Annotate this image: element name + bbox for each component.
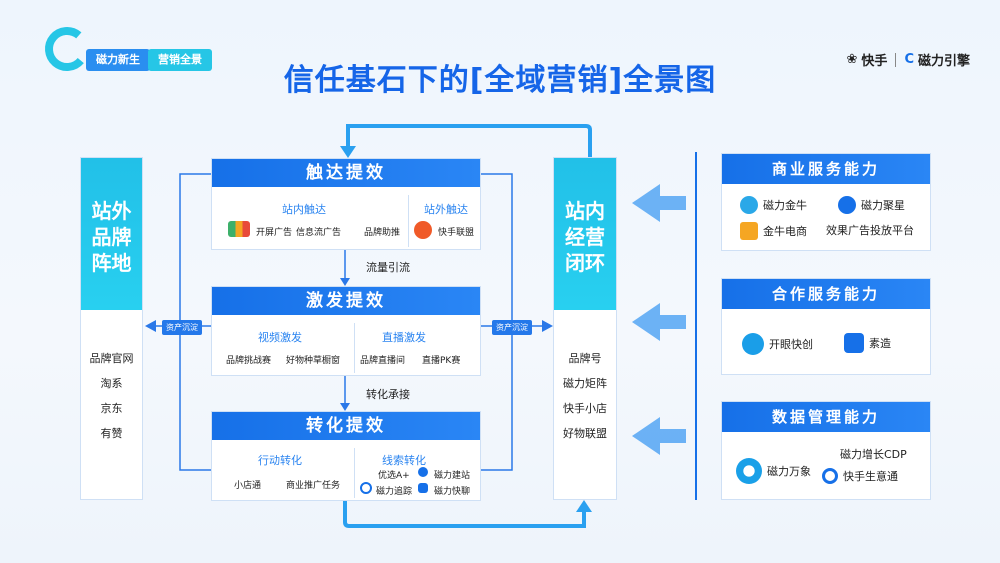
item-quick-chat: 磁力快聊 [434, 487, 471, 497]
kaiyan-icon [742, 333, 764, 355]
item-site-builder: 磁力建站 [434, 471, 471, 481]
block-convert-title: 转化提效 [212, 412, 480, 440]
item-shengyitong: 快手生意通 [843, 470, 898, 483]
logo-ring-icon [45, 27, 89, 71]
jvxing-icon [838, 196, 856, 214]
list-item: 京东 [100, 402, 123, 415]
item-splash-ad: 开屏广告 [256, 228, 293, 238]
panel-business-title: 商业服务能力 [722, 154, 930, 184]
brand-kuaishou: 快手 [861, 54, 888, 69]
badge-new: 磁力新生 [86, 49, 150, 71]
item-brand-boost: 品牌助推 [364, 228, 401, 238]
tag-asset-left: 资产沉淀 [162, 320, 202, 335]
item-ad-platform: 效果广告投放平台 [826, 224, 914, 237]
panel-business-service: 商业服务能力 磁力金牛 磁力聚星 金牛电商 效果广告投放平台 [721, 153, 931, 251]
block-stimulate-title: 激发提效 [212, 287, 480, 315]
kuaishou-icon: ❀ [846, 52, 858, 67]
item-challenge: 品牌挑战赛 [226, 356, 272, 366]
site-icon [418, 467, 428, 477]
list-item: 快手小店 [563, 402, 607, 415]
block-reach: 触达提效 站内触达 站外触达 开屏广告 信息流广告 品牌助推 快手联盟 [211, 158, 481, 250]
item-live-room: 品牌直播间 [360, 356, 406, 366]
panel-partner-title: 合作服务能力 [722, 279, 930, 309]
magnetic-engine-icon: C [904, 52, 914, 67]
page-title: 信任基石下的[全域营销]全景图 [283, 63, 717, 98]
jinniu-icon [740, 196, 758, 214]
left-column-offsite-brand: 站外 品牌 阵地 品牌官网 淘系 京东 有赞 [80, 157, 143, 500]
block-stimulate: 激发提效 视频激发 直播激发 品牌挑战赛 好物种草橱窗 品牌直播间 直播PK赛 [211, 286, 481, 376]
item-wanxiang: 磁力万象 [767, 465, 811, 478]
item-youxuan: 优选A+ [378, 471, 410, 481]
brand-logos: ❀ 快手 C 磁力引擎 [847, 50, 970, 69]
panel-partner-service: 合作服务能力 开眼快创 素造 [721, 278, 931, 375]
block-convert: 转化提效 行动转化 线索转化 小店通 商业推广任务 优选A+ 磁力建站 磁力追踪… [211, 411, 481, 501]
item-jvxing: 磁力聚星 [861, 199, 905, 212]
big-arrow-1 [632, 184, 686, 222]
sub-live: 直播激发 [382, 331, 426, 344]
union-icon [414, 221, 432, 239]
list-item: 磁力矩阵 [563, 377, 607, 390]
item-cdp: 磁力增长CDP [840, 448, 907, 461]
item-shop-pass: 小店通 [234, 481, 262, 491]
flow-traffic-label: 流量引流 [366, 261, 410, 274]
big-arrow-2 [632, 303, 686, 341]
item-suzao: 素造 [869, 337, 891, 350]
left-column-title: 站外 品牌 阵地 [81, 158, 142, 310]
shengyitong-icon [822, 468, 838, 484]
sub-lead: 线索转化 [382, 454, 426, 467]
item-jinniu-ecom: 金牛电商 [763, 225, 807, 238]
tag-asset-right: 资产沉淀 [492, 320, 532, 335]
wanxiang-icon [736, 458, 762, 484]
list-item: 淘系 [100, 377, 123, 390]
sub-offsite-reach: 站外触达 [424, 203, 468, 216]
suzao-icon [844, 333, 864, 353]
panel-data-management: 数据管理能力 磁力万象 磁力增长CDP 快手生意通 [721, 401, 931, 500]
sub-video: 视频激发 [258, 331, 302, 344]
big-arrow-3 [632, 417, 686, 455]
list-item: 好物联盟 [563, 427, 607, 440]
sub-onsite-reach: 站内触达 [282, 203, 326, 216]
list-item: 有赞 [100, 427, 123, 440]
item-feed-ad: 信息流广告 [296, 228, 342, 238]
item-promo-task: 商业推广任务 [286, 481, 341, 491]
middle-column-onsite-loop: 站内 经营 闭环 品牌号 磁力矩阵 快手小店 好物联盟 [553, 157, 617, 500]
brand-engine: 磁力引擎 [917, 54, 970, 69]
middle-column-title: 站内 经营 闭环 [554, 158, 616, 310]
list-item: 品牌官网 [89, 352, 134, 365]
splash-ad-icon [228, 221, 250, 237]
chat-icon [418, 483, 428, 493]
jinniu-ecom-icon [740, 222, 758, 240]
item-tracking: 磁力追踪 [376, 487, 413, 497]
item-jinniu: 磁力金牛 [763, 199, 807, 212]
badge-panorama: 营销全景 [148, 49, 212, 71]
item-union: 快手联盟 [438, 228, 475, 238]
item-pk: 直播PK赛 [422, 356, 461, 366]
track-icon [360, 482, 372, 494]
flow-conversion-label: 转化承接 [366, 388, 410, 401]
block-reach-title: 触达提效 [212, 159, 480, 187]
item-showcase: 好物种草橱窗 [286, 356, 341, 366]
sub-action: 行动转化 [258, 454, 302, 467]
list-item: 品牌号 [568, 352, 602, 365]
item-kaiyan: 开眼快创 [769, 338, 813, 351]
panel-data-title: 数据管理能力 [722, 402, 930, 432]
